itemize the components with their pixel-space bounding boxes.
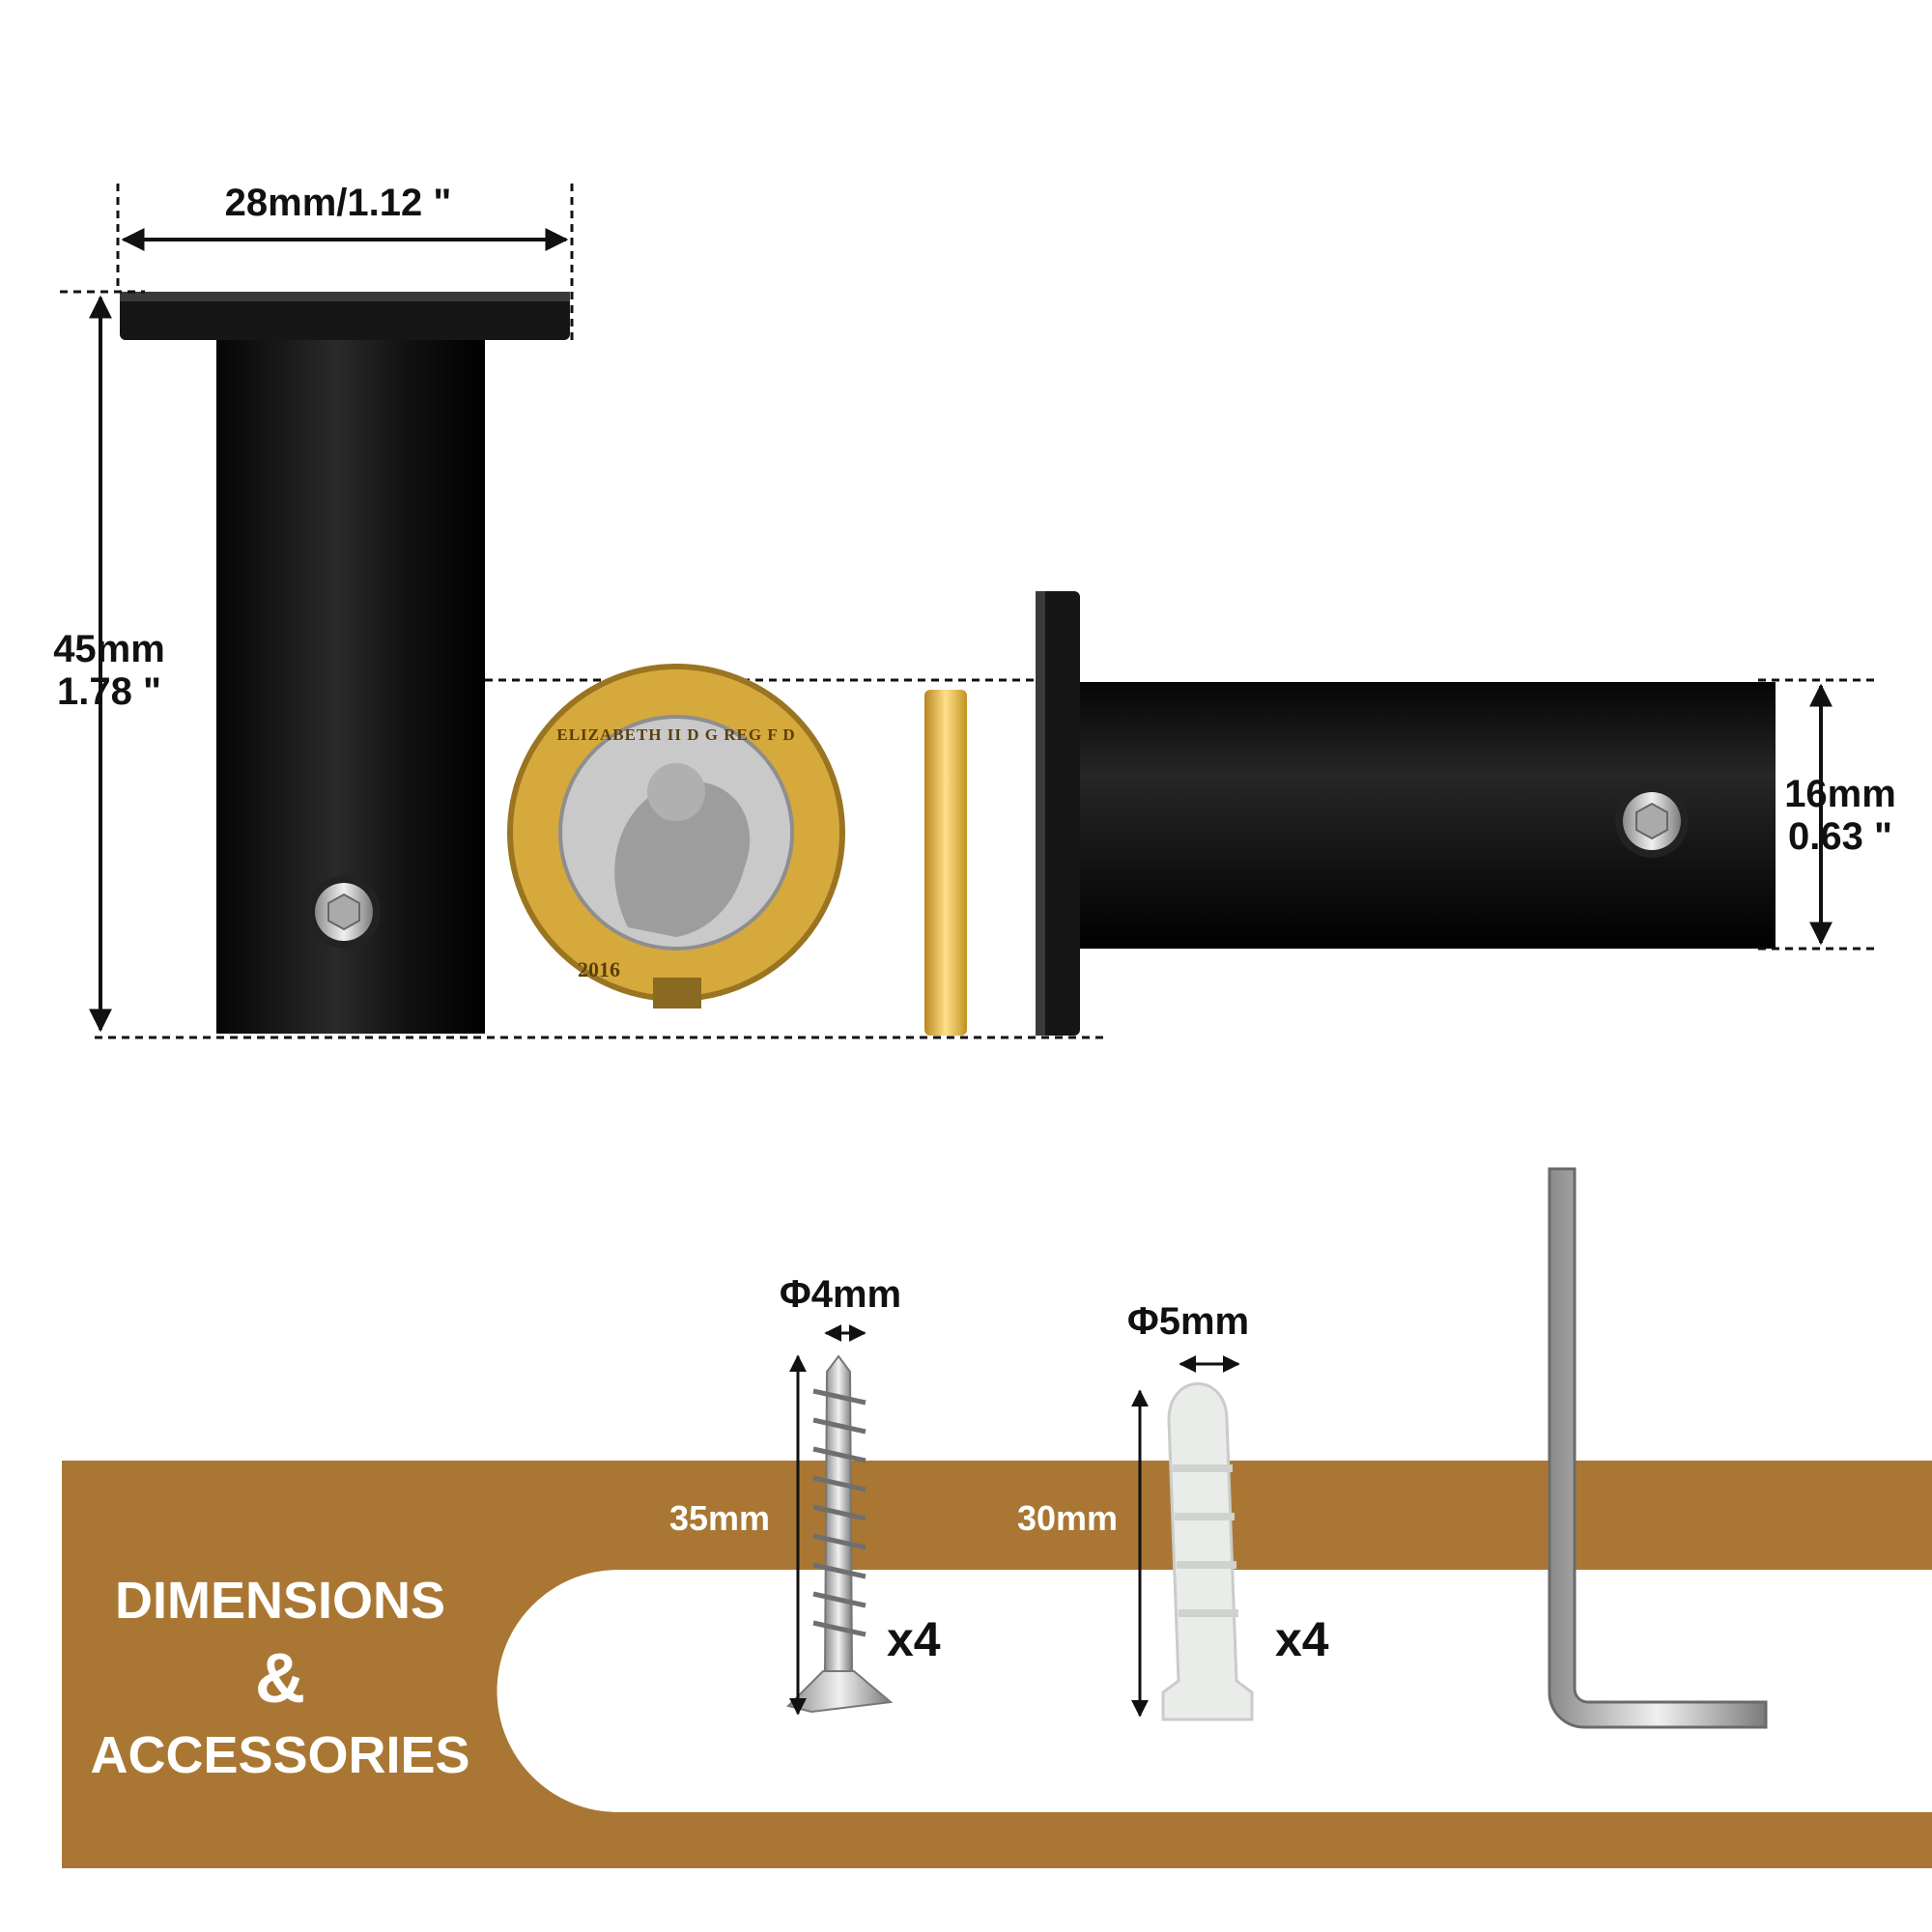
banner-line-3: ACCESSORIES: [90, 1726, 470, 1784]
screw-dimension-lines: [789, 1324, 867, 1716]
anchor-quantity: x4: [1275, 1612, 1329, 1666]
allen-key-icon: [1548, 1167, 1768, 1729]
diameter-mm-label: 16mm: [1784, 773, 1896, 815]
dimension-lines-right: [1758, 678, 1876, 951]
anchor-length-label: 30mm: [1016, 1498, 1119, 1538]
set-screw-icon: [1615, 784, 1689, 858]
height-in-label: 1.78 ": [57, 670, 161, 713]
diameter-in-label: 0.63 ": [1788, 815, 1892, 858]
hook-vertical: [120, 292, 570, 1034]
banner-line-2: &: [255, 1640, 305, 1718]
screw-quantity: x4: [887, 1612, 941, 1666]
banner-line-1: DIMENSIONS: [114, 1572, 446, 1630]
screw-icon: [786, 1354, 894, 1714]
anchor-diameter-label: Φ5mm: [1126, 1300, 1250, 1343]
wall-anchor-icon: [1161, 1382, 1254, 1721]
anchor-dimension-lines: [1131, 1355, 1240, 1718]
base-width-label: 28mm/1.12 ": [224, 182, 452, 224]
hook-horizontal: [1036, 591, 1776, 1036]
dimension-lines-left: [60, 184, 1106, 1039]
coin-legend: ELIZABETH II D G REG F D: [556, 725, 796, 744]
height-mm-label: 45mm: [53, 628, 165, 670]
coin-edge: [924, 690, 967, 1036]
screw-diameter-label: Φ4mm: [779, 1273, 902, 1316]
screw-length-label: 35mm: [668, 1498, 771, 1538]
coin-face: [507, 664, 845, 1009]
coin-year: 2016: [578, 957, 620, 981]
set-screw-icon: [307, 875, 381, 949]
